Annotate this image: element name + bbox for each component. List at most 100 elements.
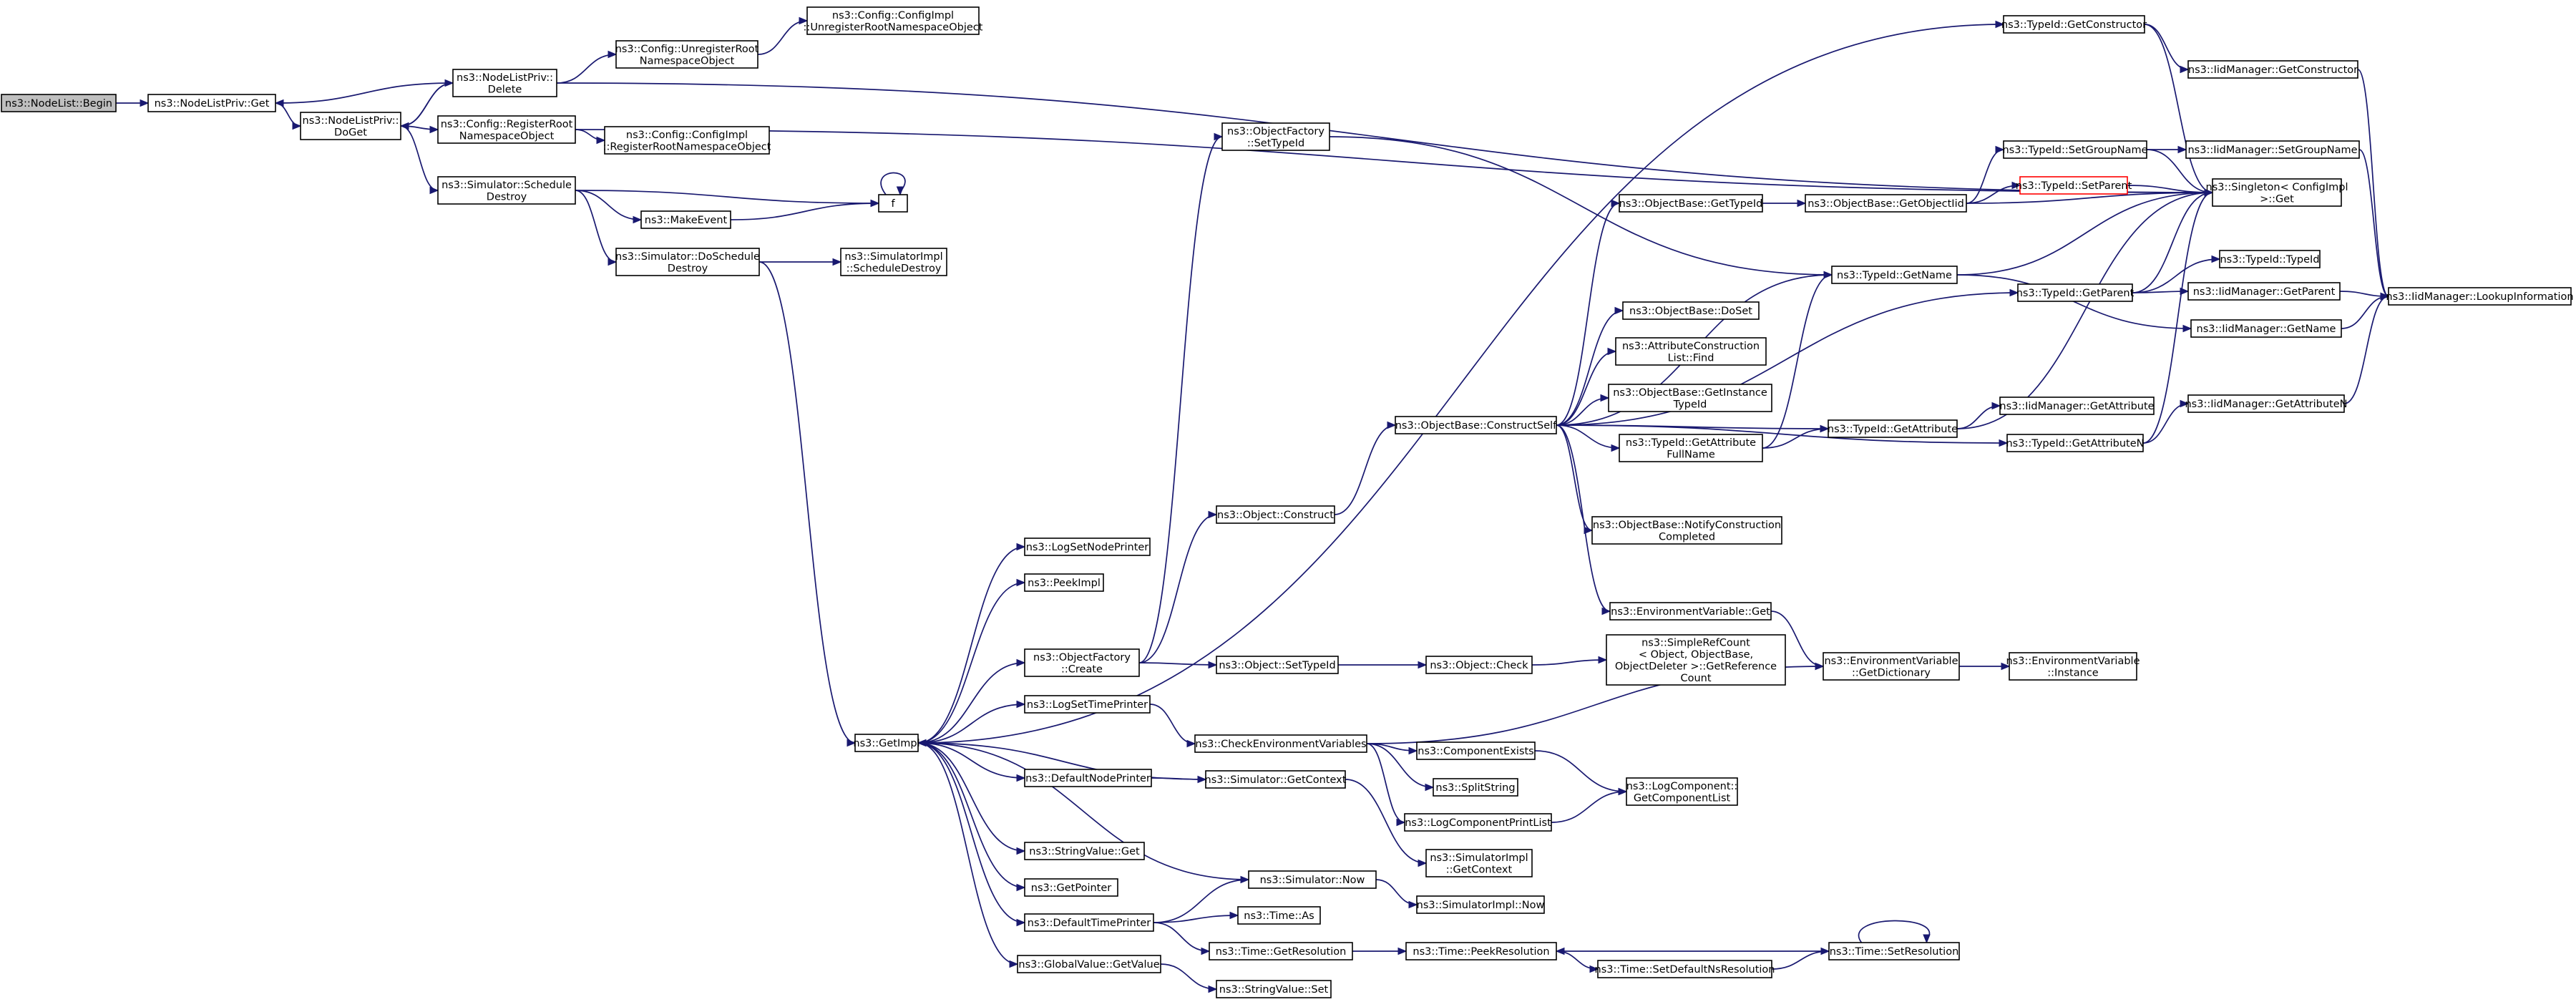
node-obgettypeid[interactable]: ns3::ObjectBase::GetTypeId (1619, 194, 1763, 213)
node-delete[interactable]: ns3::NodeListPriv::Delete (452, 69, 557, 97)
node-iidgetattr[interactable]: ns3::IidManager::GetAttribute (1999, 397, 2155, 415)
node-box (1, 94, 117, 112)
node-label: ns3::GetPointer (1031, 882, 1112, 894)
node-box (604, 126, 770, 155)
node-envget[interactable]: ns3::EnvironmentVariable::Get (1609, 602, 1772, 621)
node-envinst[interactable]: ns3::EnvironmentVariable::Instance (2006, 652, 2140, 681)
edge-delete-to-privget (274, 82, 454, 107)
node-iidgetattrn[interactable]: ns3::IidManager::GetAttributeN (2185, 394, 2348, 413)
node-iidsetgroup[interactable]: ns3::IidManager::SetGroupName (2185, 140, 2360, 159)
node-complist[interactable]: ns3::LogComponent::GetComponentList (1626, 777, 1738, 806)
node-logcompprint[interactable]: ns3::LogComponentPrintList (1404, 813, 1552, 832)
edge-doschedule-to-implschedule (759, 258, 842, 266)
node-iidlookup[interactable]: ns3::IidManager::LookupInformation (2386, 287, 2574, 306)
node-envdict[interactable]: ns3::EnvironmentVariable::GetDictionary (1823, 652, 1960, 681)
node-objsettypeid[interactable]: ns3::Object::SetTypeId (1216, 656, 1339, 674)
node-objcheck[interactable]: ns3::Object::Check (1425, 656, 1533, 674)
node-tidtypeid[interactable]: ns3::TypeId::TypeId (2219, 250, 2321, 268)
node-ofsettypeid[interactable]: ns3::ObjectFactory::SetTypeId (1221, 122, 1330, 151)
node-peekimpl[interactable]: ns3::PeekImpl (1024, 573, 1104, 592)
node-gvget[interactable]: ns3::GlobalValue::GetValue (1017, 955, 1161, 973)
node-tidsetgroup[interactable]: ns3::TypeId::SetGroupName (2002, 140, 2148, 159)
node-ofcreate[interactable]: ns3::ObjectFactory::Create (1024, 648, 1140, 677)
node-tidgetattrn[interactable]: ns3::TypeId::GetAttributeN (2006, 434, 2145, 452)
node-simplerefcount[interactable]: ns3::SimpleRefCount< Object, ObjectBase,… (1606, 634, 1786, 686)
node-box (1024, 648, 1140, 677)
node-obnotify[interactable]: ns3::ObjectBase::NotifyConstructionCompl… (1591, 516, 1782, 545)
node-compexists[interactable]: ns3::ComponentExists (1416, 741, 1536, 760)
edge-begin-to-privget (116, 99, 150, 107)
edge-tidgetctor-to-iidgetctor (2144, 24, 2190, 74)
node-makeevent[interactable]: ns3::MakeEvent (640, 210, 731, 229)
node-iidgetctor[interactable]: ns3::IidManager::GetConstructor (2187, 60, 2358, 79)
node-f[interactable]: f (878, 194, 908, 213)
node-getimpl[interactable]: ns3::GetImpl (853, 734, 920, 752)
node-checkenv[interactable]: ns3::CheckEnvironmentVariables (1194, 734, 1367, 753)
node-box (2219, 250, 2321, 268)
edge-makeevent-to-f (730, 199, 880, 220)
node-timeas[interactable]: ns3::Time::As (1237, 906, 1321, 925)
edges-layer (116, 16, 2390, 993)
node-construct[interactable]: ns3::ObjectBase::ConstructSelf (1395, 416, 1557, 434)
node-getptr[interactable]: ns3::GetPointer (1024, 878, 1118, 897)
node-box (1615, 337, 1767, 366)
node-logsettime[interactable]: ns3::LogSetTimePrinter (1024, 695, 1151, 714)
node-tidgetname[interactable]: ns3::TypeId::GetName (1831, 266, 1958, 284)
node-iidgetparent[interactable]: ns3::IidManager::GetParent (2187, 282, 2341, 301)
node-tidgetctor[interactable]: ns3::TypeId::GetConstructor (2001, 15, 2147, 34)
node-peekres[interactable]: ns3::Time::PeekResolution (1405, 942, 1557, 960)
node-singleton[interactable]: ns3::Singleton< ConfigImpl>::Get (2206, 178, 2348, 207)
node-timegetres[interactable]: ns3::Time::GetResolution (1209, 942, 1353, 960)
node-tidgetattr[interactable]: ns3::TypeId::GetAttribute (1828, 419, 1958, 438)
node-privget[interactable]: ns3::NodeListPriv::Get (147, 94, 276, 112)
node-tidgetparent[interactable]: ns3::TypeId::GetParent (2016, 283, 2135, 302)
edge-envdict-to-envinst (1959, 662, 2011, 671)
node-setdefns[interactable]: ns3::Time::SetDefaultNsResolution (1595, 960, 1775, 978)
node-strget[interactable]: ns3::StringValue::Get (1024, 842, 1145, 860)
node-logsetnode[interactable]: ns3::LogSetNodePrinter (1024, 538, 1151, 556)
node-iidgetname[interactable]: ns3::IidManager::GetName (2190, 319, 2342, 338)
node-unregroot[interactable]: ns3::Config::UnregisterRootNamespaceObje… (615, 40, 759, 69)
node-deftime[interactable]: ns3::DefaultTimePrinter (1024, 913, 1154, 932)
node-implschedule[interactable]: ns3::SimulatorImpl::ScheduleDestroy (840, 248, 947, 276)
node-simgetctx[interactable]: ns3::Simulator::GetContext (1205, 770, 1347, 789)
node-doget[interactable]: ns3::NodeListPriv::DoGet (300, 112, 401, 140)
edge-tidgetparent-to-tidtypeid (2132, 255, 2221, 293)
node-implunreg[interactable]: ns3::Config::ConfigImpl::UnregisterRootN… (804, 6, 983, 35)
node-label: ns3::Time::SetDefaultNsResolution (1595, 964, 1775, 976)
node-splitstr[interactable]: ns3::SplitString (1433, 778, 1518, 797)
node-strset[interactable]: ns3::StringValue::Set (1216, 980, 1332, 998)
edge-construct-to-obnotify (1556, 424, 1594, 535)
node-box (2006, 434, 2144, 452)
node-simimplctx[interactable]: ns3::SimulatorImpl::GetContext (1425, 849, 1533, 877)
node-label: ::UnregisterRootNamespaceObject (804, 21, 983, 33)
node-label: ns3::ObjectBase::DoSet (1629, 306, 1752, 317)
node-schedule[interactable]: ns3::Simulator::ScheduleDestroy (437, 176, 576, 205)
edge-objsettypeid-to-objcheck (1338, 661, 1428, 669)
node-simnow[interactable]: ns3::Simulator::Now (1248, 870, 1377, 889)
node-box (1433, 778, 1518, 797)
edge-delete-to-unregroot (556, 50, 618, 84)
node-obdoset[interactable]: ns3::ObjectBase::DoSet (1622, 301, 1760, 320)
node-label: ns3::GetImpl (853, 738, 919, 749)
node-regroot[interactable]: ns3::Config::RegisterRootNamespaceObject (437, 115, 576, 144)
node-objconstruct[interactable]: ns3::Object::Construct (1216, 505, 1335, 524)
edge-logcompprint-to-complist (1551, 787, 1628, 823)
node-implreg[interactable]: ns3::Config::ConfigImpl::RegisterRootNam… (603, 126, 771, 155)
node-setres[interactable]: ns3::Time::SetResolution (1828, 942, 1960, 960)
node-label: f (891, 198, 895, 210)
node-begin[interactable]: ns3::NodeList::Begin (1, 94, 117, 112)
node-tidsetparent[interactable]: ns3::TypeId::SetParent (2016, 176, 2132, 195)
edge-unregroot-to-implunreg (757, 16, 809, 55)
node-obgetoid[interactable]: ns3::ObjectBase::GetObjectIid (1805, 194, 1967, 213)
node-label: ns3::IidManager::GetAttributeN (2185, 399, 2347, 410)
node-simimplnow[interactable]: ns3::SimulatorImpl::Now (1416, 895, 1545, 914)
node-box (1416, 895, 1545, 914)
node-defnode[interactable]: ns3::DefaultNodePrinter (1024, 769, 1152, 787)
edge-timegetres-to-peekres (1352, 947, 1407, 955)
